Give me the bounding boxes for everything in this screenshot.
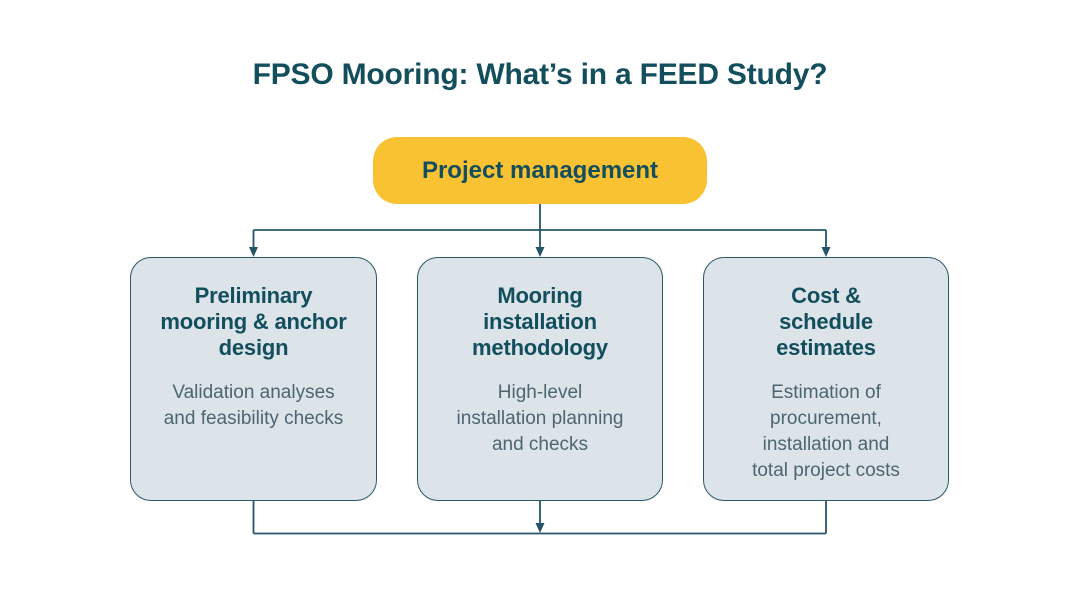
page-title: FPSO Mooring: What’s in a FEED Study?: [252, 58, 828, 91]
body-line: total project costs: [752, 460, 900, 481]
heading-line: Mooring: [497, 283, 583, 308]
body-line: installation planning: [456, 408, 624, 429]
body-line: and feasibility checks: [163, 408, 344, 429]
arrowhead-right: [821, 247, 831, 257]
node-heading: Preliminary mooring & anchor design: [141, 283, 366, 361]
node-body: Validation analyses and feasibility chec…: [141, 380, 366, 432]
heading-line: design: [218, 335, 289, 360]
heading-line: Preliminary: [194, 283, 313, 308]
node-heading: Mooring installation methodology: [428, 283, 652, 361]
node-body: Estimation of procurement, installation …: [714, 380, 938, 484]
heading-line: methodology: [472, 335, 608, 360]
heading-line: schedule: [779, 309, 873, 334]
body-line: Validation analyses: [172, 382, 335, 403]
heading-line: Cost &: [791, 283, 861, 308]
project-management-node: Project management: [373, 137, 707, 204]
body-line: procurement,: [770, 408, 882, 429]
body-line: and checks: [491, 434, 589, 455]
node-body: High-level installation planning and che…: [428, 380, 652, 458]
body-line: Estimation of: [771, 382, 881, 403]
arrowhead-bottom-middle: [535, 523, 545, 533]
node-mooring-installation-methodology: Mooring installation methodology High-le…: [417, 257, 663, 501]
heading-line: mooring & anchor: [160, 309, 347, 334]
node-preliminary-mooring-anchor-design: Preliminary mooring & anchor design Vali…: [130, 257, 377, 501]
project-management-label: Project management: [421, 156, 659, 184]
heading-line: estimates: [776, 335, 876, 360]
arrowhead-left: [249, 247, 258, 257]
node-cost-schedule-estimates: Cost & schedule estimates Estimation of …: [703, 257, 949, 501]
node-heading: Cost & schedule estimates: [714, 283, 938, 361]
heading-line: installation: [483, 309, 597, 334]
arrowhead-middle: [535, 247, 545, 257]
body-line: installation and: [762, 434, 890, 455]
body-line: High-level: [497, 382, 583, 403]
